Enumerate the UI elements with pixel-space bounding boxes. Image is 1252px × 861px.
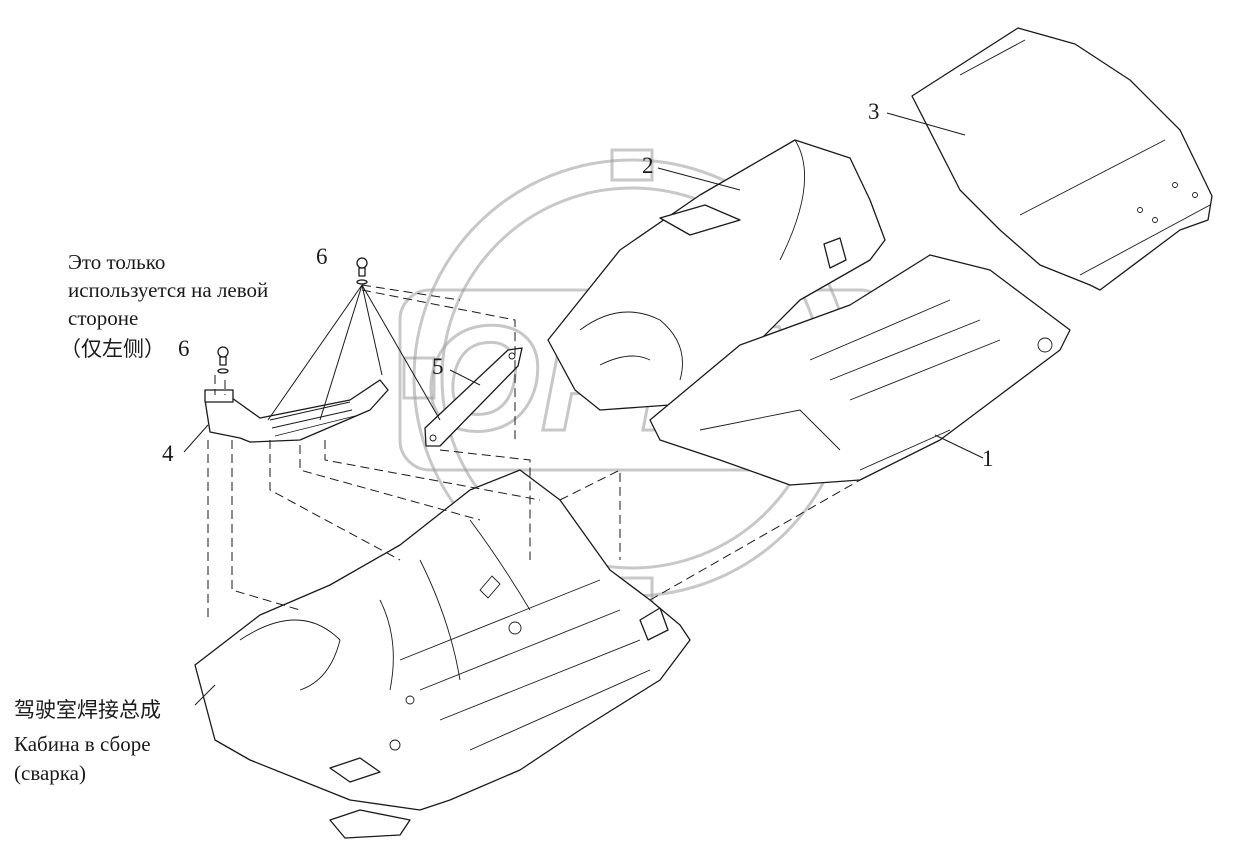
cab-label-ru-1: Кабина в сборе	[14, 732, 151, 756]
note-line-3: стороне	[68, 306, 139, 330]
part-1-rear-floor-panel	[649, 254, 1071, 486]
note-line-4-cn: （仅左侧）	[60, 337, 165, 361]
callout-2: 2	[642, 153, 654, 178]
callout-3: 3	[868, 99, 880, 124]
note-line-1: Это только	[68, 250, 166, 274]
note-line-2: используется на левой	[68, 278, 269, 302]
callout-6-upper: 6	[316, 244, 328, 269]
assembly-dash-lines	[207, 284, 861, 620]
part-6-bolt-left	[217, 346, 229, 374]
callout-4: 4	[162, 441, 174, 466]
callout-5: 5	[432, 354, 444, 379]
part-4-step-bracket	[204, 379, 389, 443]
part-5-plate	[424, 347, 523, 447]
part-6-bolt-upper	[356, 257, 368, 285]
cab-label-ru-2: (сварка)	[14, 761, 86, 785]
cab-welded-assembly	[194, 469, 691, 839]
part-2-tunnel-cover	[547, 139, 886, 411]
callout-1: 1	[982, 446, 994, 471]
cab-label-cn: 驾驶室焊接总成	[14, 698, 161, 722]
callout-6-left: 6	[178, 336, 190, 361]
leader-lines	[183, 112, 984, 706]
part-3-floor-mat	[911, 27, 1213, 291]
